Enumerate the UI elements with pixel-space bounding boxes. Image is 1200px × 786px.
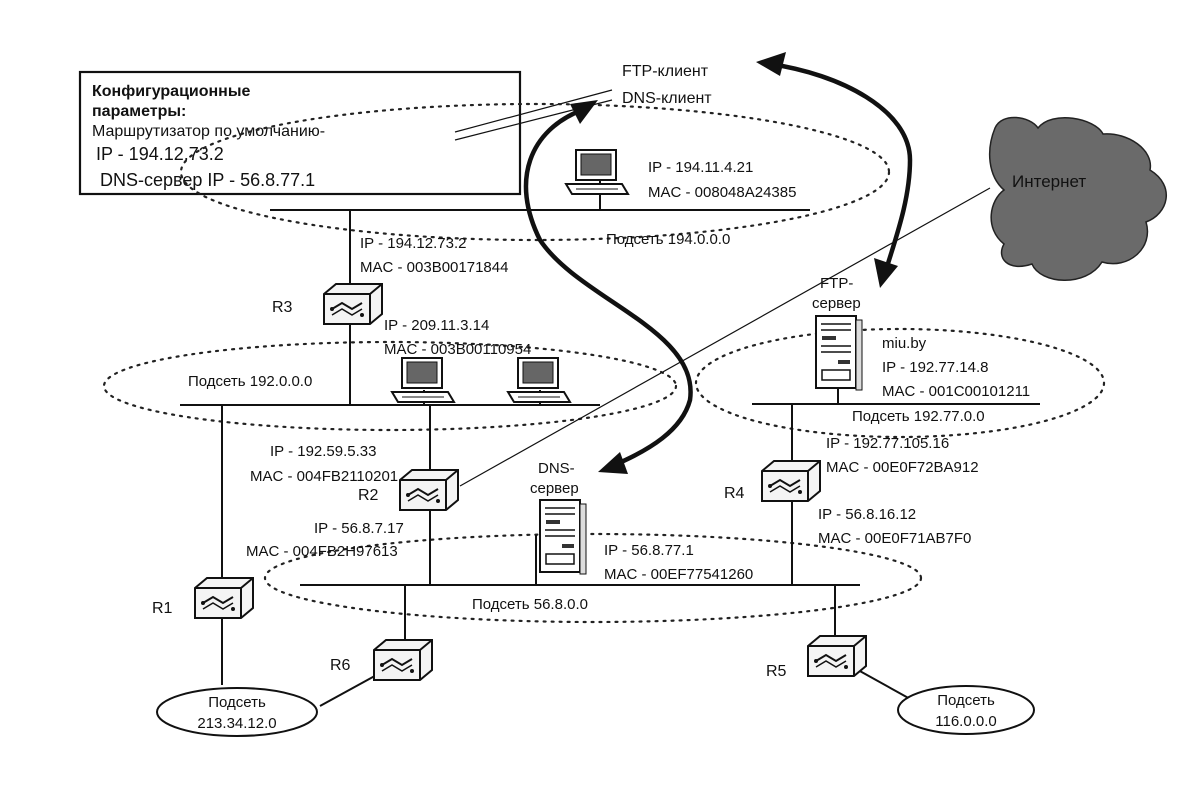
- pc-194-host: [565, 149, 629, 195]
- host194-ip: IP - 194.11.4.21: [648, 159, 753, 176]
- link-r5-subnet116: [857, 669, 913, 701]
- r2-if1-mac: MAC - 004FB2110201: [250, 468, 398, 485]
- config-dns-server-ip: DNS-сервер IP - 56.8.77.1: [100, 170, 315, 190]
- subnet-194-boundary: [179, 102, 891, 242]
- router-r1-name: R1: [152, 600, 173, 617]
- subnet-192-label: Подсеть 192.0.0.0: [188, 373, 312, 390]
- config-default-router-label: Маршрутизатор по умолчанию-: [92, 123, 325, 140]
- pc-192-host-1: [391, 357, 455, 403]
- ftp-server-label-line2: сервер: [812, 295, 861, 312]
- router-r5: [807, 635, 867, 677]
- dns-server-mac: MAC - 00EF77541260: [604, 566, 753, 583]
- pc-192-host-2: [507, 357, 571, 403]
- router-r4: [761, 460, 821, 502]
- config-default-router-ip: IP - 194.12.73.2: [96, 144, 224, 164]
- router-r2: [399, 469, 459, 511]
- router-r4-name: R4: [724, 485, 745, 502]
- subnet-56-label: Подсеть 56.8.0.0: [472, 596, 588, 613]
- dns-server-icon: [539, 499, 587, 575]
- ftp-session-arrow: [756, 52, 913, 288]
- subnet-213-label-line1: Подсеть: [208, 694, 266, 711]
- internet-label: Интернет: [1012, 172, 1086, 191]
- subnet-213-label-line2: 213.34.12.0: [197, 715, 276, 732]
- config-box-frame: [78, 70, 522, 196]
- config-title-line2: параметры:: [92, 103, 186, 120]
- ftp-server-host: miu.by: [882, 335, 927, 352]
- r2-if2-ip: IP - 56.8.7.17: [314, 520, 404, 537]
- dns-server-label-line2: сервер: [530, 480, 579, 497]
- ftp-server-mac: MAC - 001C00101211: [882, 383, 1030, 400]
- dns-server-ip: IP - 56.8.77.1: [604, 542, 694, 559]
- dns-query-arrow: [523, 100, 693, 474]
- router-r5-name: R5: [766, 663, 787, 680]
- ftp-client-label: FTP-клиент: [622, 63, 709, 80]
- r3-if1-ip: IP - 194.12.73.2: [360, 235, 466, 252]
- subnet-116-label-line2: 116.0.0.0: [935, 713, 996, 730]
- router-r3: [323, 283, 383, 325]
- r2-if2-mac: MAC - 004FB2H97613: [246, 543, 398, 560]
- subnet-56-boundary: [263, 532, 923, 624]
- subnet-116-label-line1: Подсеть: [937, 692, 995, 709]
- r4-if2-mac: MAC - 00E0F71AB7F0: [818, 530, 971, 547]
- r4-if1-ip: IP - 192.77.105.16: [826, 435, 949, 452]
- link-r6-subnet213: [319, 671, 383, 707]
- subnet-213-node: Подсеть 213.34.12.0: [156, 687, 318, 737]
- ftp-server-ip: IP - 192.77.14.8: [882, 359, 988, 376]
- router-r6-name: R6: [330, 657, 351, 674]
- r3-if1-mac: MAC - 003B00171844: [360, 259, 508, 276]
- subnet-194-label: Подсеть 194.0.0.0: [606, 231, 730, 248]
- r4-if2-ip: IP - 56.8.16.12: [818, 506, 916, 523]
- r3-if2-ip: IP - 209.11.3.14: [384, 317, 489, 334]
- subnet-192-boundary: [102, 340, 678, 432]
- internet-cloud: Интернет: [989, 116, 1167, 281]
- r2-if1-ip: IP - 192.59.5.33: [270, 443, 376, 460]
- config-pointer-line-1: [454, 89, 613, 133]
- dns-client-label: DNS-клиент: [622, 90, 712, 107]
- router-r2-name: R2: [358, 487, 379, 504]
- router-r6: [373, 639, 433, 681]
- ftp-server-icon: [815, 315, 863, 391]
- subnet-192-77-label: Подсеть 192.77.0.0: [852, 408, 985, 425]
- r4-if1-mac: MAC - 00E0F72BA912: [826, 459, 979, 476]
- dns-server-label-line1: DNS-: [538, 460, 575, 477]
- r3-if2-mac: MAC - 003B00110954: [384, 341, 531, 358]
- config-title-line1: Конфигурационные: [92, 83, 251, 100]
- subnet-192-77-boundary: [694, 327, 1106, 439]
- config-box: Конфигурационные параметры: Маршрутизато…: [78, 70, 522, 196]
- subnet-116-node: Подсеть 116.0.0.0: [897, 685, 1035, 735]
- host194-mac: MAC - 008048A24385: [648, 184, 796, 201]
- ftp-server-label-line1: FTP-: [820, 275, 853, 292]
- link-internet-r2: [459, 187, 991, 487]
- router-r1: [194, 577, 254, 619]
- router-r3-name: R3: [272, 299, 293, 316]
